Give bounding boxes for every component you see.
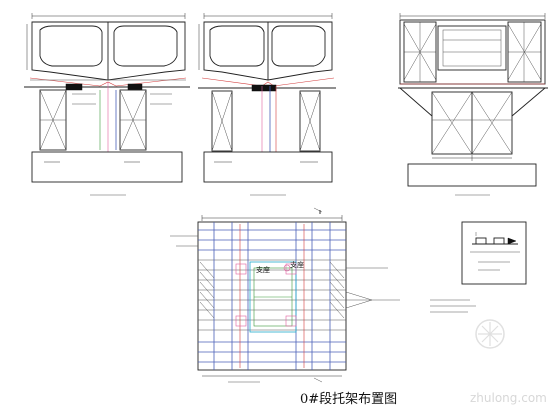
section-view-2 [198, 13, 336, 196]
plan-view: 支座 支座 [170, 207, 400, 383]
support-label-left: 支座 [256, 265, 270, 274]
watermark: zhulong.com [470, 319, 547, 405]
plan-horizontal-members [198, 229, 346, 363]
support-label-right: 支座 [290, 260, 304, 269]
pier-outline [249, 261, 297, 333]
detail-box [461, 221, 527, 285]
watermark-text: zhulong.com [470, 391, 547, 405]
drawing-title: 0#段托架布置图 [300, 392, 397, 407]
notes [430, 299, 476, 313]
plan-vertical-members [213, 222, 331, 370]
section-view-1 [24, 13, 190, 196]
elevation-view-3 [398, 13, 548, 196]
